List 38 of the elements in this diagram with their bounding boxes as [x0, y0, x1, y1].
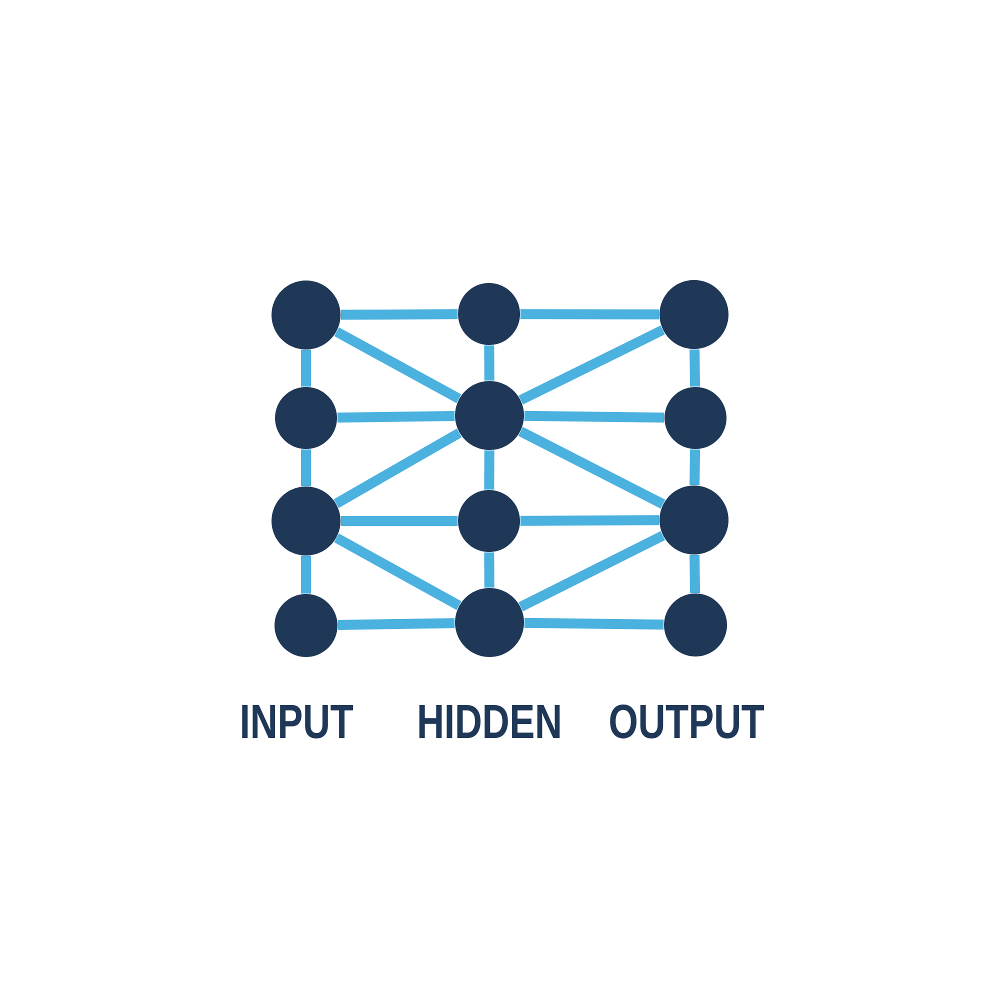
connector-line	[301, 556, 311, 594]
network-node	[275, 387, 337, 449]
network-node	[458, 490, 520, 552]
connector-line	[518, 426, 666, 509]
network-node	[664, 387, 727, 449]
network-node	[455, 381, 524, 450]
connector-line	[340, 309, 458, 320]
network-node	[660, 486, 729, 554]
connector-line	[524, 410, 664, 423]
network-node	[455, 588, 524, 657]
network-node	[274, 594, 338, 657]
connector-line	[520, 309, 660, 320]
connector-line	[334, 534, 462, 610]
layer-label: OUTPUT	[610, 704, 764, 738]
connector-line	[301, 350, 311, 387]
network-node	[664, 594, 728, 656]
connector-line	[337, 410, 455, 423]
connector-line	[518, 531, 666, 612]
network-node	[272, 486, 340, 556]
connector-line	[690, 554, 700, 594]
connector-line	[690, 349, 700, 387]
connector-line	[518, 325, 665, 405]
connector-line	[520, 515, 660, 526]
connector-line	[338, 618, 455, 630]
connector-line	[301, 449, 311, 486]
connector-line	[690, 449, 700, 486]
connector-line	[334, 428, 462, 508]
network-node	[272, 280, 340, 350]
connector-line	[524, 618, 664, 630]
connector-line	[484, 450, 494, 490]
layer-label: HIDDEN	[419, 704, 560, 738]
connector-line	[334, 327, 462, 404]
network-node	[458, 283, 520, 345]
connector-line	[340, 516, 458, 526]
layer-label: INPUT	[242, 704, 353, 738]
network-node	[660, 280, 729, 349]
connector-line	[484, 552, 494, 588]
connector-line	[484, 345, 494, 381]
